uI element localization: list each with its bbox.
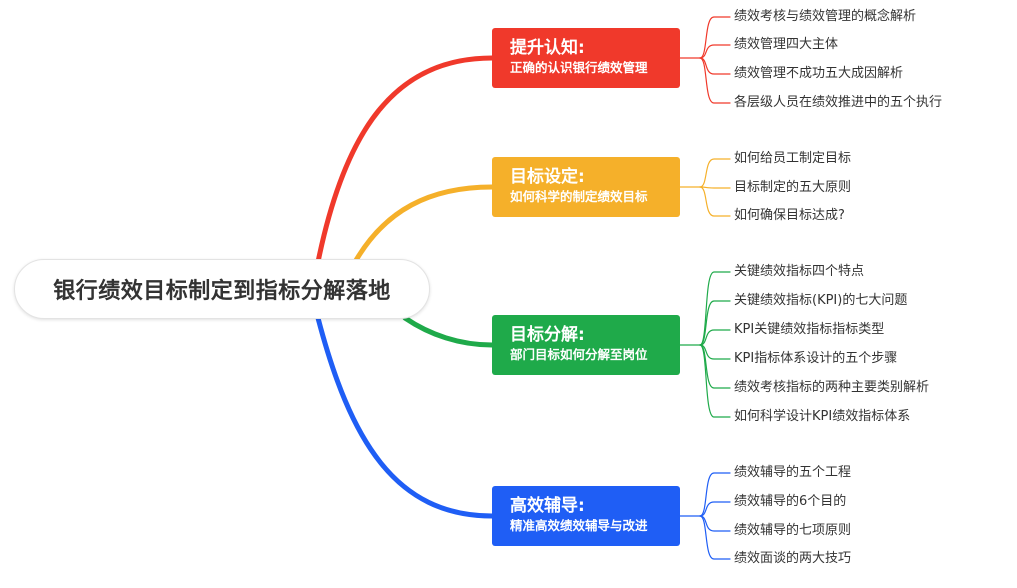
connector-branch-leaf: [699, 344, 731, 418]
branch-gao-xiao-fu-dao[interactable]: 高效辅导: 精准高效绩效辅导与改进: [492, 486, 680, 546]
connector-root-branch-3: [315, 315, 495, 519]
branch-title: 提升认知:: [510, 38, 585, 58]
leaf-item[interactable]: 如何给员工制定目标: [734, 151, 852, 166]
branch-subtitle: 部门目标如何分解至岗位: [510, 347, 648, 362]
connector-root-branch-0: [315, 55, 495, 265]
branch-subtitle: 如何科学的制定绩效目标: [510, 189, 648, 204]
connector-branch-leaf: [699, 329, 731, 346]
leaf-item[interactable]: 绩效考核指标的两种主要类别解析: [734, 380, 930, 395]
branch-subtitle: 精准高效绩效辅导与改进: [510, 518, 648, 533]
leaf-item[interactable]: 绩效辅导的七项原则: [734, 523, 852, 538]
connector-branch-leaf: [699, 472, 731, 517]
branch-title: 高效辅导:: [510, 496, 585, 516]
connector-root-branch-2: [402, 315, 495, 348]
leaf-item[interactable]: 关键绩效指标(KPI)的七大问题: [734, 293, 908, 308]
root-topic[interactable]: 银行绩效目标制定到指标分解落地: [14, 259, 430, 319]
branch-mu-biao-fen-jie[interactable]: 目标分解: 部门目标如何分解至岗位: [492, 315, 680, 375]
leaf-item[interactable]: 绩效辅导的五个工程: [734, 465, 852, 480]
leaf-item[interactable]: 绩效面谈的两大技巧: [734, 551, 852, 566]
leaf-item[interactable]: 目标制定的五大原则: [734, 180, 852, 195]
connector-branch-leaf: [699, 300, 731, 346]
connector-branch-leaf: [699, 501, 731, 517]
connector-branch-leaf: [699, 515, 731, 560]
branch-title: 目标设定:: [510, 167, 585, 187]
leaf-item[interactable]: KPI指标体系设计的五个步骤: [734, 351, 898, 366]
connector-branch-leaf: [699, 44, 731, 59]
branch-ti-sheng-ren-zhi[interactable]: 提升认知: 正确的认识银行绩效管理: [492, 28, 680, 88]
leaf-item[interactable]: 如何确保目标达成?: [734, 208, 845, 223]
leaf-item[interactable]: 如何科学设计KPI绩效指标体系: [734, 409, 911, 424]
connector-branch-leaf: [699, 57, 731, 104]
leaf-item[interactable]: 绩效管理四大主体: [734, 37, 839, 52]
leaf-item[interactable]: 绩效辅导的6个目的: [734, 494, 847, 509]
leaf-item[interactable]: 关键绩效指标四个特点: [734, 264, 865, 279]
leaf-item[interactable]: KPI关键绩效指标指标类型: [734, 322, 885, 337]
connector-branch-leaf: [699, 186, 731, 189]
leaf-item[interactable]: 各层级人员在绩效推进中的五个执行: [734, 95, 943, 110]
connector-root-branch-1: [352, 184, 495, 265]
branch-title: 目标分解:: [510, 325, 585, 345]
leaf-item[interactable]: 绩效考核与绩效管理的概念解析: [734, 9, 917, 24]
leaf-item[interactable]: 绩效管理不成功五大成因解析: [734, 66, 904, 81]
connector-branch-leaf: [699, 16, 731, 59]
connector-branch-leaf: [699, 158, 731, 188]
branch-mu-biao-she-ding[interactable]: 目标设定: 如何科学的制定绩效目标: [492, 157, 680, 217]
connector-branch-leaf: [699, 344, 731, 389]
branch-subtitle: 正确的认识银行绩效管理: [510, 60, 648, 75]
connector-branch-leaf: [699, 186, 731, 217]
